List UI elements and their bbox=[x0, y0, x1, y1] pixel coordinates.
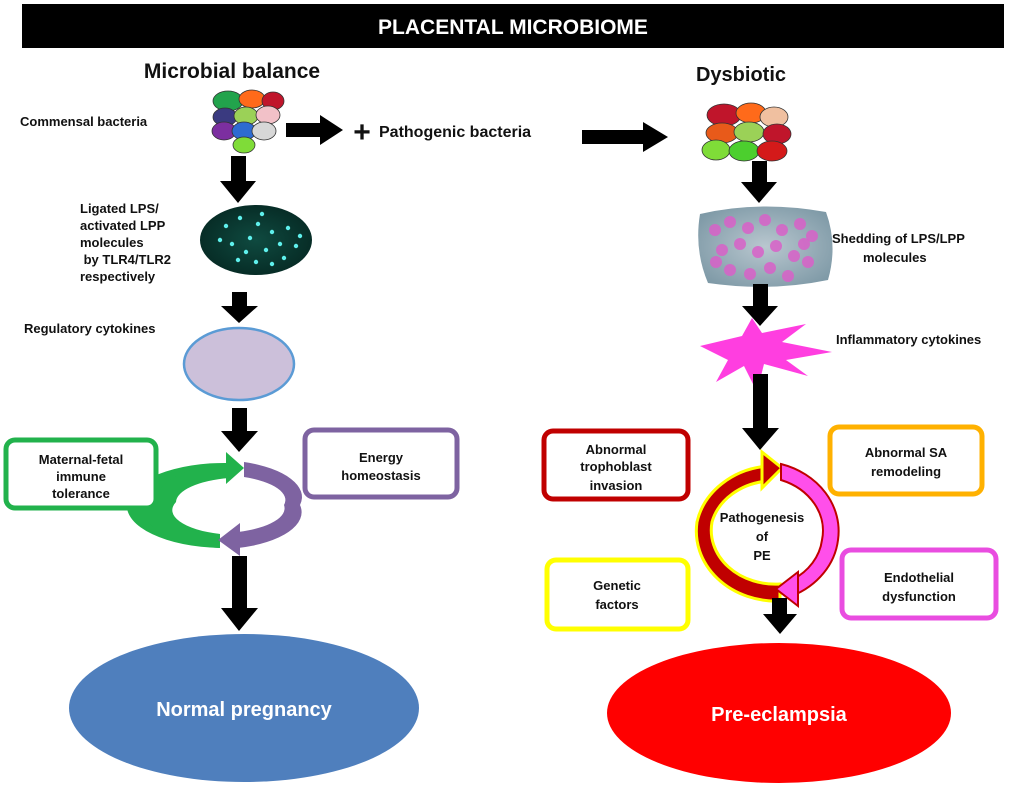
commensal-bacteria-cluster-icon bbox=[211, 89, 285, 154]
pre-eclampsia-ellipse bbox=[607, 643, 951, 783]
label-trophoblast-line-1: Abnormal bbox=[586, 442, 647, 457]
arrow-commensal-right bbox=[286, 115, 343, 145]
ligated-lps-microscopy-icon bbox=[200, 205, 312, 275]
label-trophoblast-line-3: invasion bbox=[590, 478, 643, 493]
arrow-down-left-3 bbox=[221, 408, 258, 452]
label-ligated-line-5: respectively bbox=[80, 269, 156, 284]
label-shedding-line-1: Shedding of LPS/LPP bbox=[832, 231, 965, 246]
arrow-down-right-1 bbox=[741, 161, 777, 203]
abnormal-trophoblast-box bbox=[541, 428, 691, 502]
dysbiotic-bacteria-cluster-icon bbox=[701, 102, 792, 162]
endothelial-dysfunction-box bbox=[839, 547, 999, 621]
label-endothelial-line-1: Endothelial bbox=[884, 570, 954, 585]
shedding-lps-microscopy-icon bbox=[698, 206, 833, 287]
label-sa-line-2: remodeling bbox=[871, 464, 941, 479]
genetic-factors-box bbox=[544, 557, 691, 632]
label-endothelial-line-2: dysfunction bbox=[882, 589, 956, 604]
label-sa-line-1: Abnormal SA bbox=[865, 445, 948, 460]
label-regulatory-cytokines: Regulatory cytokines bbox=[24, 321, 156, 336]
label-pathogenesis-line-1: Pathogenesis bbox=[720, 510, 805, 525]
label-trophoblast-line-2: trophoblast bbox=[580, 459, 652, 474]
arrow-down-right-2 bbox=[742, 284, 778, 326]
label-ligated-line-2: activated LPP bbox=[80, 218, 166, 233]
label-genetic-line-1: Genetic bbox=[593, 578, 641, 593]
label-shedding-line-2: molecules bbox=[863, 250, 927, 265]
label-energy-line-1: Energy bbox=[359, 450, 404, 465]
label-pathogenesis-line-3: PE bbox=[753, 548, 771, 563]
inflammatory-cytokines-star-icon bbox=[700, 318, 832, 392]
label-genetic-line-2: factors bbox=[595, 597, 638, 612]
label-tolerance-line-2: immune bbox=[56, 469, 106, 484]
label-energy-line-2: homeostasis bbox=[341, 468, 420, 483]
energy-homeostasis-box bbox=[302, 427, 460, 500]
heading-dysbiotic: Dysbiotic bbox=[696, 64, 786, 86]
label-ligated-line-3: molecules bbox=[80, 235, 144, 250]
label-pathogenic-bacteria: Pathogenic bacteria bbox=[379, 124, 531, 141]
abnormal-sa-remodeling-box bbox=[827, 424, 985, 497]
regulatory-cytokines-ellipse bbox=[182, 326, 296, 402]
arrow-down-left-4 bbox=[221, 556, 258, 631]
label-tolerance-line-1: Maternal-fetal bbox=[39, 452, 124, 467]
arrow-pathogenic-right bbox=[582, 122, 668, 152]
label-pathogenesis-line-2: of bbox=[756, 529, 769, 544]
label-tolerance-line-3: tolerance bbox=[52, 486, 110, 501]
arrow-down-left-1 bbox=[220, 156, 256, 203]
maternal-fetal-tolerance-box bbox=[3, 437, 159, 511]
arrow-down-right-4 bbox=[763, 598, 797, 634]
normal-pregnancy-ellipse bbox=[69, 634, 419, 782]
banner-title: PLACENTAL MICROBIOME bbox=[378, 16, 648, 39]
label-pre-eclampsia: Pre-eclampsia bbox=[711, 704, 848, 726]
label-ligated-line-4: by TLR4/TLR2 bbox=[80, 252, 171, 267]
arrow-down-right-3 bbox=[742, 374, 779, 450]
label-commensal-bacteria: Commensal bacteria bbox=[20, 114, 148, 129]
plus-sign: + bbox=[353, 116, 371, 149]
label-ligated-line-1: Ligated LPS/ bbox=[80, 201, 159, 216]
heading-microbial-balance: Microbial balance bbox=[144, 60, 320, 83]
label-inflammatory-cytokines: Inflammatory cytokines bbox=[836, 332, 981, 347]
arrow-down-left-2 bbox=[221, 292, 258, 323]
label-normal-pregnancy: Normal pregnancy bbox=[156, 699, 332, 721]
banner-bar bbox=[22, 4, 1004, 48]
